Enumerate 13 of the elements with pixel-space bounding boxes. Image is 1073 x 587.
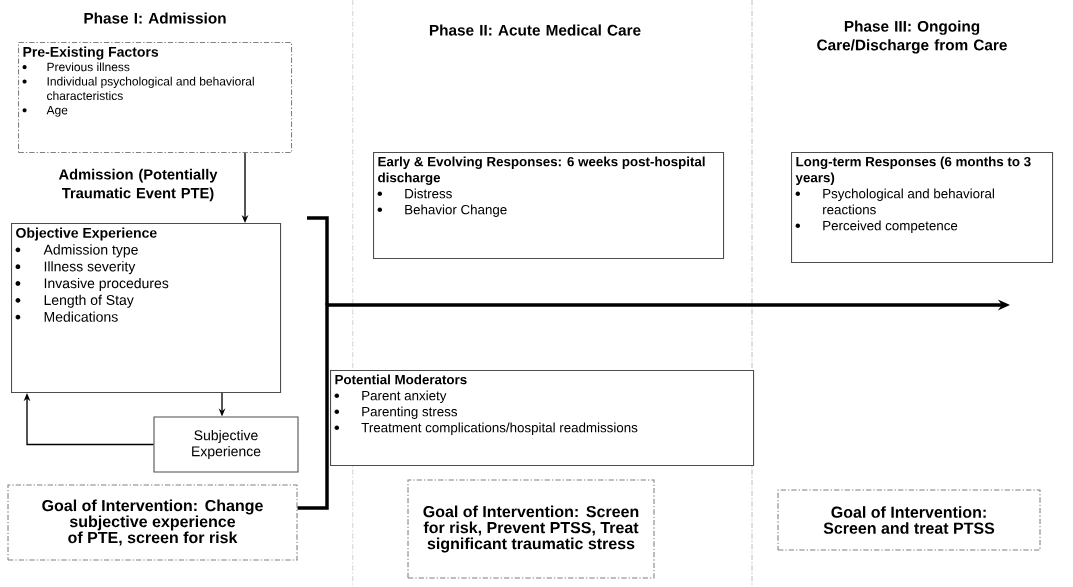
phase-title: Phase I: Admission <box>84 12 226 24</box>
goal-box: Goal of Intervention: Change subjective experience of PTE, screen for risk <box>7 484 298 561</box>
edge-label: Admission (Potentially Traumatic Event PTE) <box>58 168 218 202</box>
goal-box: Goal of Intervention: Screen for risk, Prevent PTSS, Treat significant traumatic stress <box>407 479 655 579</box>
list-box: Early & Evolving Responses: 6 weeks post-hospital discharge Distress Behavior Change <box>373 152 725 260</box>
process-box: Subjective Experience <box>153 416 299 473</box>
goal-box: Goal of Intervention: Screen and treat PTSS <box>777 489 1041 551</box>
phase-title: Phase II: Acute Medical Care <box>429 24 641 36</box>
list-box: Pre-Existing Factors Previous illness Individual psychological and behavioral characteristics Age <box>18 42 293 154</box>
phase-title: Phase III: Ongoing Care/Discharge from Care <box>817 20 1007 54</box>
list-box: Potential Moderators Parent anxiety Parenting stress Treatment complications/hospital readmissions <box>330 370 755 467</box>
list-box: Long-term Responses (6 months to 3 years) Psychological and behavioral reactions Perceived competence <box>791 152 1054 264</box>
list-box: Objective Experience Admission type Illness severity Invasive procedures Length of Stay Medications <box>11 223 282 394</box>
